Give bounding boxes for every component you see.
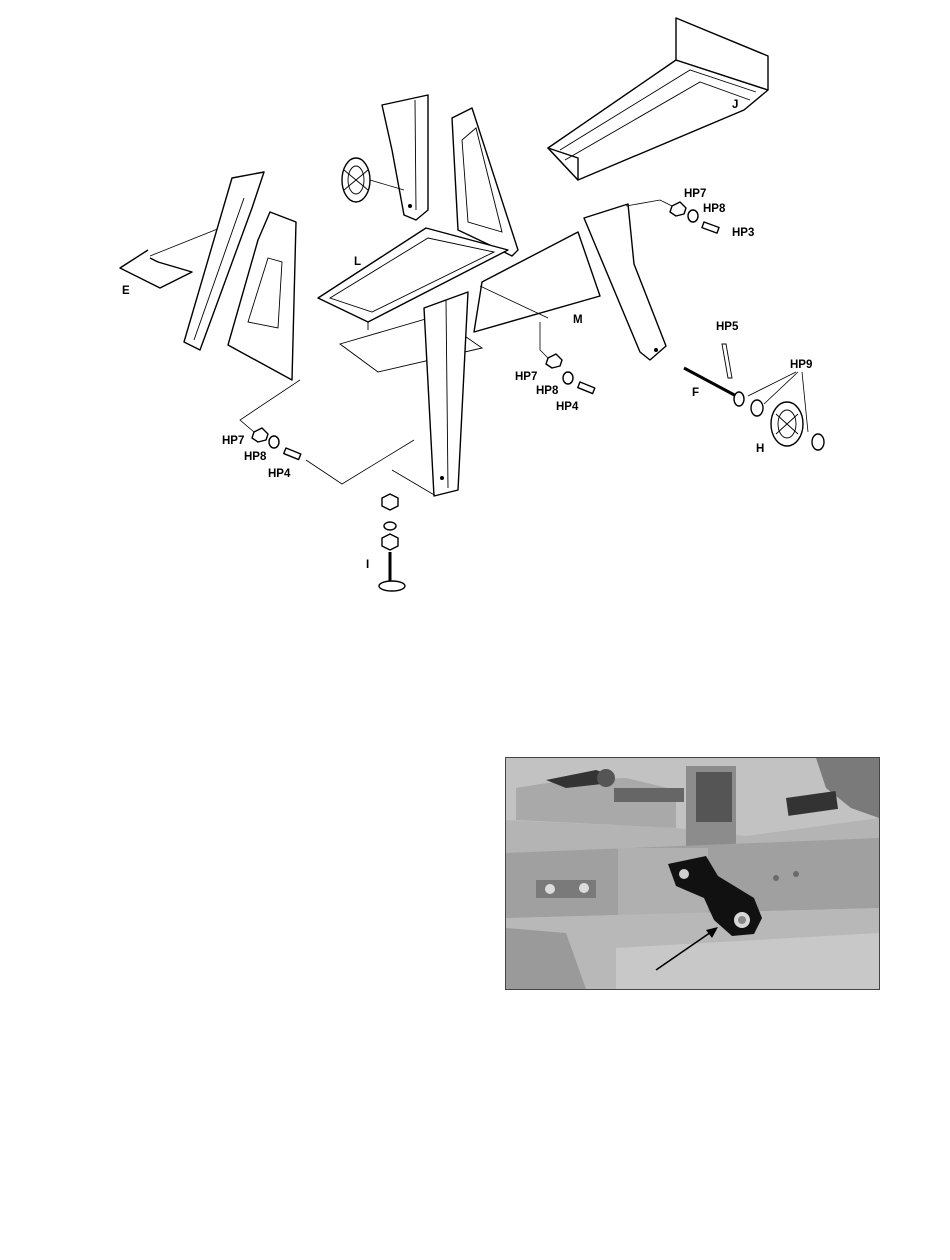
- leg-right: [584, 204, 666, 360]
- wheel-h-assembly: [734, 372, 824, 450]
- label-hp3: HP3: [732, 227, 754, 239]
- exploded-stand-diagram: E L J M F H I HP7 HP8 HP3 HP5 HP9 HP7 HP…: [0, 0, 950, 620]
- label-hp5: HP5: [716, 321, 739, 333]
- label-i: I: [366, 559, 369, 571]
- label-hp7-mid: HP7: [515, 371, 537, 383]
- label-hp7-right: HP7: [684, 188, 706, 200]
- rear-leg-right-upper: [452, 108, 518, 256]
- label-hp8-right: HP8: [703, 203, 726, 215]
- label-hp8-left: HP8: [244, 451, 267, 463]
- label-l: L: [354, 256, 361, 268]
- hardware-left: [240, 380, 414, 484]
- rear-leg-left-upper: [382, 95, 428, 220]
- label-f: F: [692, 387, 699, 399]
- label-hp4-mid: HP4: [556, 401, 579, 413]
- hardware-mid: [540, 322, 595, 394]
- label-hp4-left: HP4: [268, 468, 291, 480]
- label-hp9: HP9: [790, 359, 812, 371]
- label-hp8-mid: HP8: [536, 385, 559, 397]
- label-hp7-left: HP7: [222, 435, 244, 447]
- leveling-foot-i: [379, 470, 436, 591]
- label-m: M: [573, 314, 583, 326]
- label-h: H: [756, 443, 764, 455]
- label-j: J: [732, 99, 738, 111]
- label-e: E: [122, 285, 130, 297]
- leg-center-front: [424, 292, 468, 496]
- bracket-photo: [505, 757, 880, 990]
